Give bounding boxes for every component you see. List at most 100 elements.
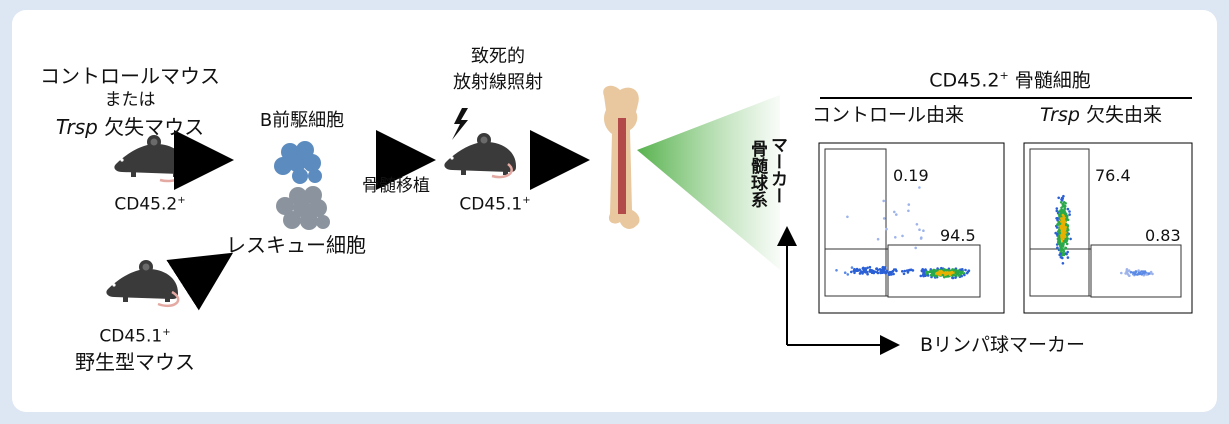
facs-event-dot (1060, 209, 1064, 213)
facs-event-dot (901, 234, 904, 238)
facs-event-dot (1062, 252, 1066, 256)
facs-event-dot (895, 213, 898, 216)
rescue-marker: CD45.1+ (99, 326, 171, 347)
facs-event-dot (1056, 217, 1059, 220)
facs-event-dot (944, 273, 947, 276)
facs-event-dot (922, 229, 925, 232)
recipient-mouse-icon (444, 133, 516, 175)
facs-event-dot (846, 215, 849, 219)
donor-mouse-icon (114, 135, 186, 177)
facs-event-dot (918, 228, 921, 231)
facs-event-dot (942, 271, 945, 275)
facs-event-dot (1140, 270, 1143, 273)
donor-line3: Trsp 欠失マウス (55, 115, 205, 139)
facs-plot-control (818, 142, 1005, 314)
facs-event-dot (1061, 231, 1064, 234)
facs-event-dot (861, 272, 864, 275)
facs-event-dot (948, 273, 952, 277)
facs-event-dot (1056, 246, 1059, 249)
facs-event-dot (850, 266, 854, 269)
facs-event-dot (1151, 272, 1154, 276)
facs-event-dot (862, 268, 866, 271)
facs-event-dot (954, 273, 958, 277)
facs-control-title: コントロール由来 (812, 104, 965, 126)
facs-event-dot (1055, 232, 1059, 236)
recipient-marker: CD45.1+ (459, 194, 531, 215)
donor-line2: または (104, 90, 156, 110)
facs-event-dot (885, 227, 888, 231)
facs-event-dot (943, 275, 946, 279)
facs-event-dot (894, 236, 897, 239)
femur-icon (603, 85, 640, 229)
facs-event-dot (1063, 207, 1067, 211)
rescue-cells-icon (276, 186, 330, 230)
facs-event-dot (930, 269, 933, 273)
facs-event-dot (876, 237, 880, 241)
facs-event-dot (1057, 196, 1060, 200)
facs-event-dot (940, 270, 943, 273)
y-axis-label-2: マーカー (767, 136, 787, 204)
facs-event-dot (872, 269, 875, 273)
facs-event-dot (1068, 210, 1071, 213)
facs-event-dot (1133, 273, 1137, 276)
facs-event-dot (1131, 271, 1135, 274)
facs-trsp-title: Trsp 欠失由来 (1040, 104, 1162, 126)
facs-event-dot (1120, 271, 1123, 275)
facs-event-dot (1065, 218, 1068, 221)
facs-event-dot (1059, 201, 1063, 204)
facs-event-dot (1127, 269, 1131, 272)
control-upper-gate-value: 0.19 (893, 166, 929, 185)
facs-event-dot (926, 270, 929, 274)
facs-event-dot (1063, 209, 1066, 213)
rescue-label: レスキュー細胞 (226, 233, 366, 257)
facs-event-dot (890, 270, 894, 274)
facs-event-dot (963, 273, 966, 277)
facs-event-dot (1061, 227, 1065, 231)
facs-event-dot (942, 268, 945, 272)
facs-event-dot (947, 269, 951, 272)
facs-event-dot (1137, 272, 1140, 276)
facs-event-dot (901, 270, 904, 273)
recipient-mouse-tail (491, 163, 513, 179)
facs-event-dot (1065, 233, 1069, 236)
facs-event-dot (960, 274, 963, 278)
facs-event-dot (895, 269, 898, 273)
facs-event-dot (914, 246, 917, 250)
facs-title: CD45.2+ 骨髄細胞 (929, 69, 1091, 92)
facs-event-dot (858, 268, 861, 272)
facs-event-dot (1055, 207, 1059, 210)
facs-event-dot (1064, 212, 1068, 216)
facs-event-dot (850, 270, 853, 274)
facs-event-dot (1143, 270, 1147, 274)
facs-event-dot (1061, 262, 1065, 265)
rescue-strain: 野生型マウス (75, 350, 195, 374)
facs-event-dot (888, 272, 891, 276)
lightning-icon (452, 108, 468, 140)
facs-event-dot (882, 217, 886, 220)
facs-event-dot (1058, 238, 1061, 242)
irradiation-line1: 致死的 (471, 46, 525, 67)
zoom-cone (637, 95, 780, 270)
facs-event-dot (866, 266, 869, 270)
facs-event-dot (941, 273, 945, 277)
facs-event-dot (1125, 268, 1129, 271)
facs-event-dot (951, 276, 954, 280)
rescue-mouse-icon (106, 260, 178, 302)
facs-event-dot (961, 268, 964, 271)
facs-event-dot (936, 267, 939, 270)
facs-event-dot (868, 265, 872, 269)
facs-event-dot (903, 269, 907, 273)
facs-event-dot (1057, 220, 1060, 224)
facs-event-dot (1057, 235, 1060, 238)
facs-plot-trsp (1023, 142, 1193, 314)
facs-event-dot (1058, 232, 1062, 235)
facs-event-dot (933, 269, 937, 273)
facs-event-dot (1062, 243, 1065, 246)
facs-event-dot (835, 269, 838, 272)
y-axis-label-1: 骨髄球系 (747, 140, 767, 208)
facs-event-dot (1062, 204, 1066, 207)
b-precursor-cells-icon (274, 141, 322, 184)
facs-event-dot (919, 274, 923, 278)
b-precursor-label: B前駆細胞 (259, 110, 345, 131)
